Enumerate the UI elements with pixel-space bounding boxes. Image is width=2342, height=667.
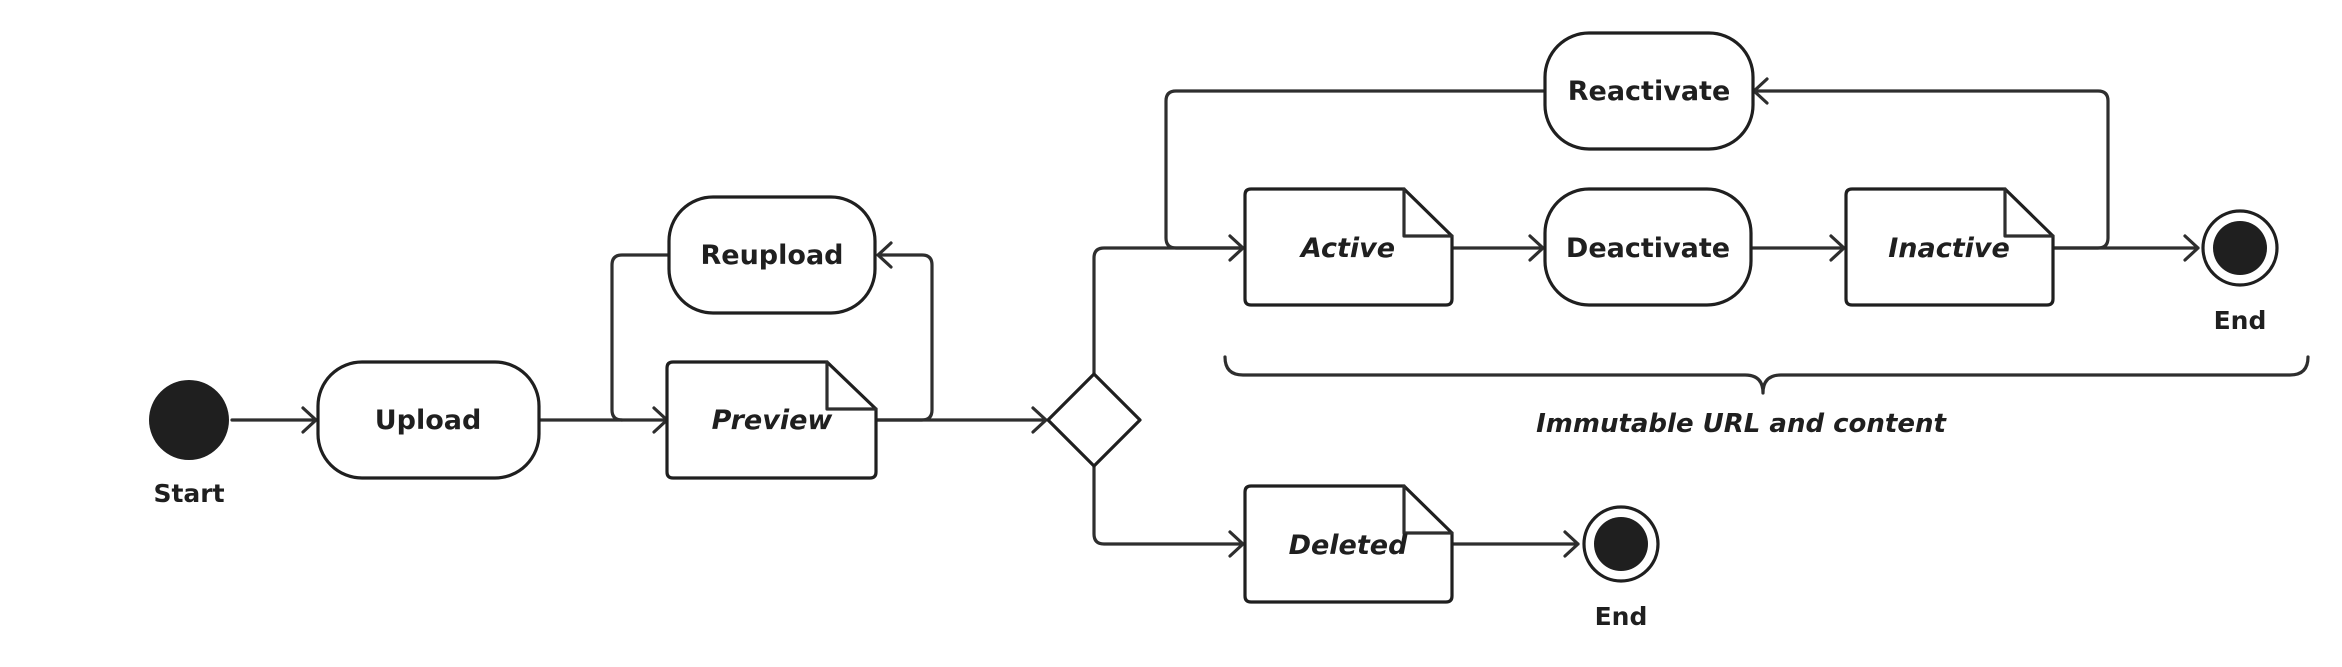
deactivate-label: Deactivate — [1566, 233, 1730, 264]
arrow-active-to-deactivate — [1450, 234, 1545, 262]
deleted-label: Deleted — [1289, 530, 1409, 561]
inactive-object: Inactive — [1844, 187, 2055, 307]
end-node-bottom — [1582, 505, 1660, 583]
reupload-action: Reupload — [667, 195, 877, 315]
upload-action: Upload — [316, 360, 541, 480]
active-label: Active — [1299, 233, 1395, 264]
arrow-reactivate-to-active — [1164, 89, 1545, 250]
active-object: Active — [1243, 187, 1454, 307]
end-node-top — [2201, 209, 2279, 287]
arrow-decision-to-active — [1092, 234, 1245, 376]
arrow-deleted-to-end — [1450, 530, 1580, 558]
start-node — [149, 380, 229, 460]
immutable-brace — [1223, 355, 2310, 395]
inactive-label: Inactive — [1888, 233, 2010, 264]
deleted-object: Deleted — [1243, 484, 1454, 604]
reactivate-label: Reactivate — [1568, 76, 1731, 107]
decision-node — [1046, 372, 1142, 468]
arrow-inactive-to-end — [2051, 234, 2200, 262]
arrow-upload-to-preview — [538, 406, 669, 434]
connectors — [230, 77, 2200, 558]
end-bottom-label: End — [1595, 602, 1648, 631]
arrow-preview-to-reupload — [874, 241, 934, 422]
arrow-reupload-to-preview — [610, 253, 670, 422]
arrow-start-to-upload — [230, 406, 318, 434]
arrow-decision-to-deleted — [1092, 464, 1245, 558]
reactivate-action: Reactivate — [1543, 31, 1755, 151]
arrow-preview-to-decision — [874, 406, 1048, 434]
brace-note: Immutable URL and content — [1536, 409, 1947, 439]
preview-object: Preview — [665, 360, 878, 480]
arrow-deactivate-to-inactive — [1750, 234, 1846, 262]
upload-label: Upload — [375, 405, 482, 436]
start-label: Start — [153, 479, 224, 508]
reupload-label: Reupload — [700, 240, 843, 271]
end-top-label: End — [2214, 306, 2267, 335]
preview-label: Preview — [712, 405, 834, 436]
deactivate-action: Deactivate — [1543, 187, 1753, 307]
